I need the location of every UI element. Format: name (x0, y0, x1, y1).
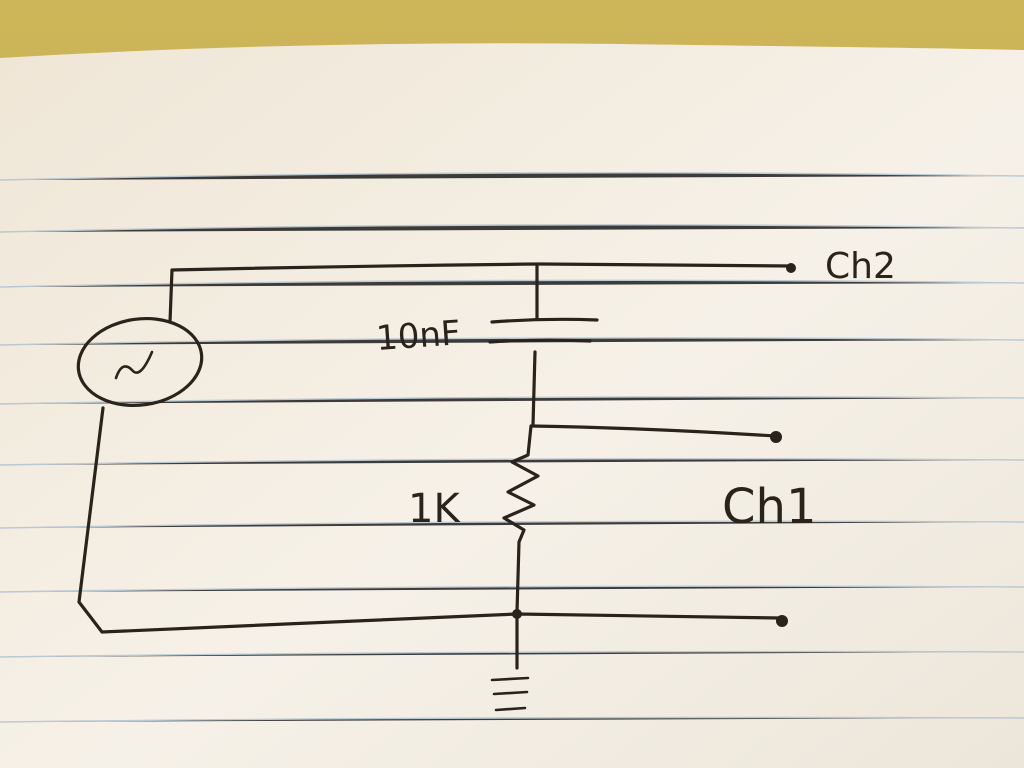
ground-icon (490, 612, 530, 712)
capacitor-label: 10nF (375, 313, 462, 359)
resistor-zigzag (502, 424, 540, 614)
ground-terminal[interactable] (776, 615, 788, 627)
bottom-wire (77, 406, 782, 634)
capacitor-lead-bottom (531, 350, 537, 427)
ruled-lines (0, 172, 1024, 723)
notebook-paper (0, 43, 1024, 768)
capacitor-plate-top (490, 317, 599, 324)
resistor-label: 1K (408, 486, 461, 532)
ch2-label: Ch2 (825, 246, 896, 287)
ac-source-icon (76, 316, 204, 408)
ch1-terminal[interactable] (770, 431, 782, 443)
ch2-terminal[interactable] (786, 263, 796, 273)
ch1-wire (530, 424, 777, 438)
ch1-label: Ch1 (722, 479, 816, 535)
top-wire (168, 262, 792, 324)
capacitor-plate-bottom (488, 338, 592, 344)
